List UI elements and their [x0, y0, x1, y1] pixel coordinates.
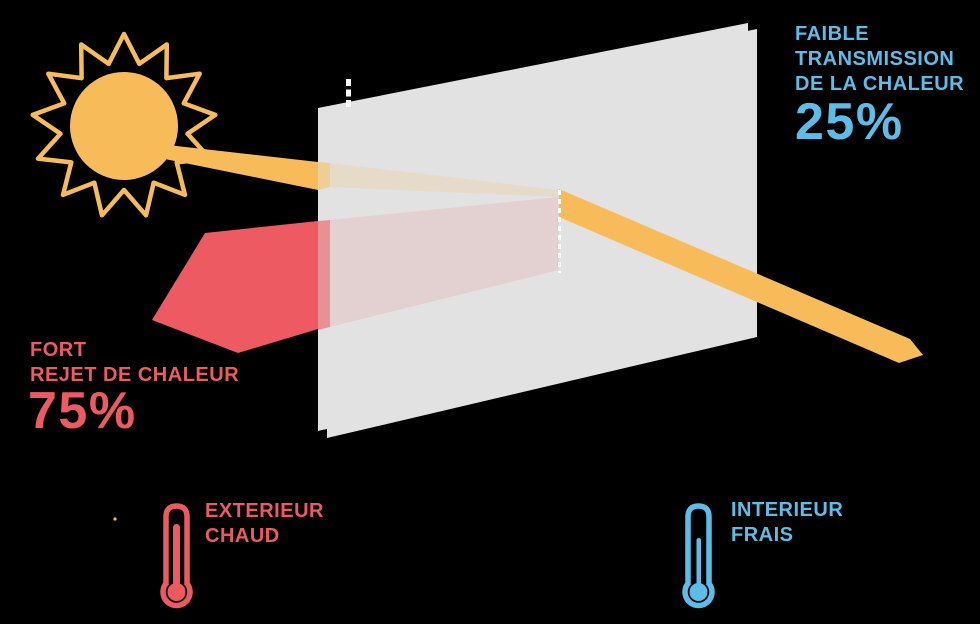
sun-ray-in-glass-edge: [318, 162, 330, 190]
label-line: FAIBLE: [795, 23, 870, 45]
transmitted-ray: [559, 189, 923, 363]
label-line: REJET DE CHALEUR: [30, 364, 240, 386]
sun-rays-outline: [30, 31, 218, 218]
reflected-ray-in-glass-edge: [318, 220, 330, 330]
label-line: EXTERIEUR: [205, 500, 324, 522]
sun-core: [70, 72, 178, 180]
sun-ray-fading-fan: [330, 163, 559, 197]
label-line: DE LA CHALEUR: [795, 73, 965, 95]
label-line: CHAUD: [205, 525, 280, 547]
thermometer-hot-icon: [160, 503, 193, 609]
transmission-value: 25%: [795, 93, 904, 151]
label-line: INTERIEUR: [731, 499, 844, 521]
glass-front-pane: [327, 29, 757, 438]
window-pane: [318, 23, 757, 438]
thermometer-mercury-bulb: [167, 583, 186, 601]
rejection-label: FORT REJET DE CHALEUR: [30, 338, 239, 388]
incoming-sun-ray: [150, 143, 318, 190]
thermometer-cold-icon: [682, 503, 715, 609]
thermometer-mercury-column: [696, 538, 701, 586]
rejection-value: 75%: [28, 382, 137, 440]
thermometer-mercury-column: [173, 524, 180, 586]
interior-label: INTERIEUR FRAIS: [731, 498, 843, 548]
sun-icon: [30, 31, 218, 218]
reflected-ray-fading-fan: [330, 197, 559, 327]
label-line: FORT: [30, 339, 87, 361]
label-line: TRANSMISSION: [795, 48, 955, 70]
reflected-heat-arrow: [152, 221, 318, 353]
thermometer-mercury-bulb: [689, 583, 708, 601]
label-line: FRAIS: [731, 524, 794, 546]
exterior-label: EXTERIEUR CHAUD: [205, 499, 324, 549]
stray-dot: [113, 517, 117, 521]
transmission-label: FAIBLE TRANSMISSION DE LA CHALEUR: [795, 22, 964, 97]
